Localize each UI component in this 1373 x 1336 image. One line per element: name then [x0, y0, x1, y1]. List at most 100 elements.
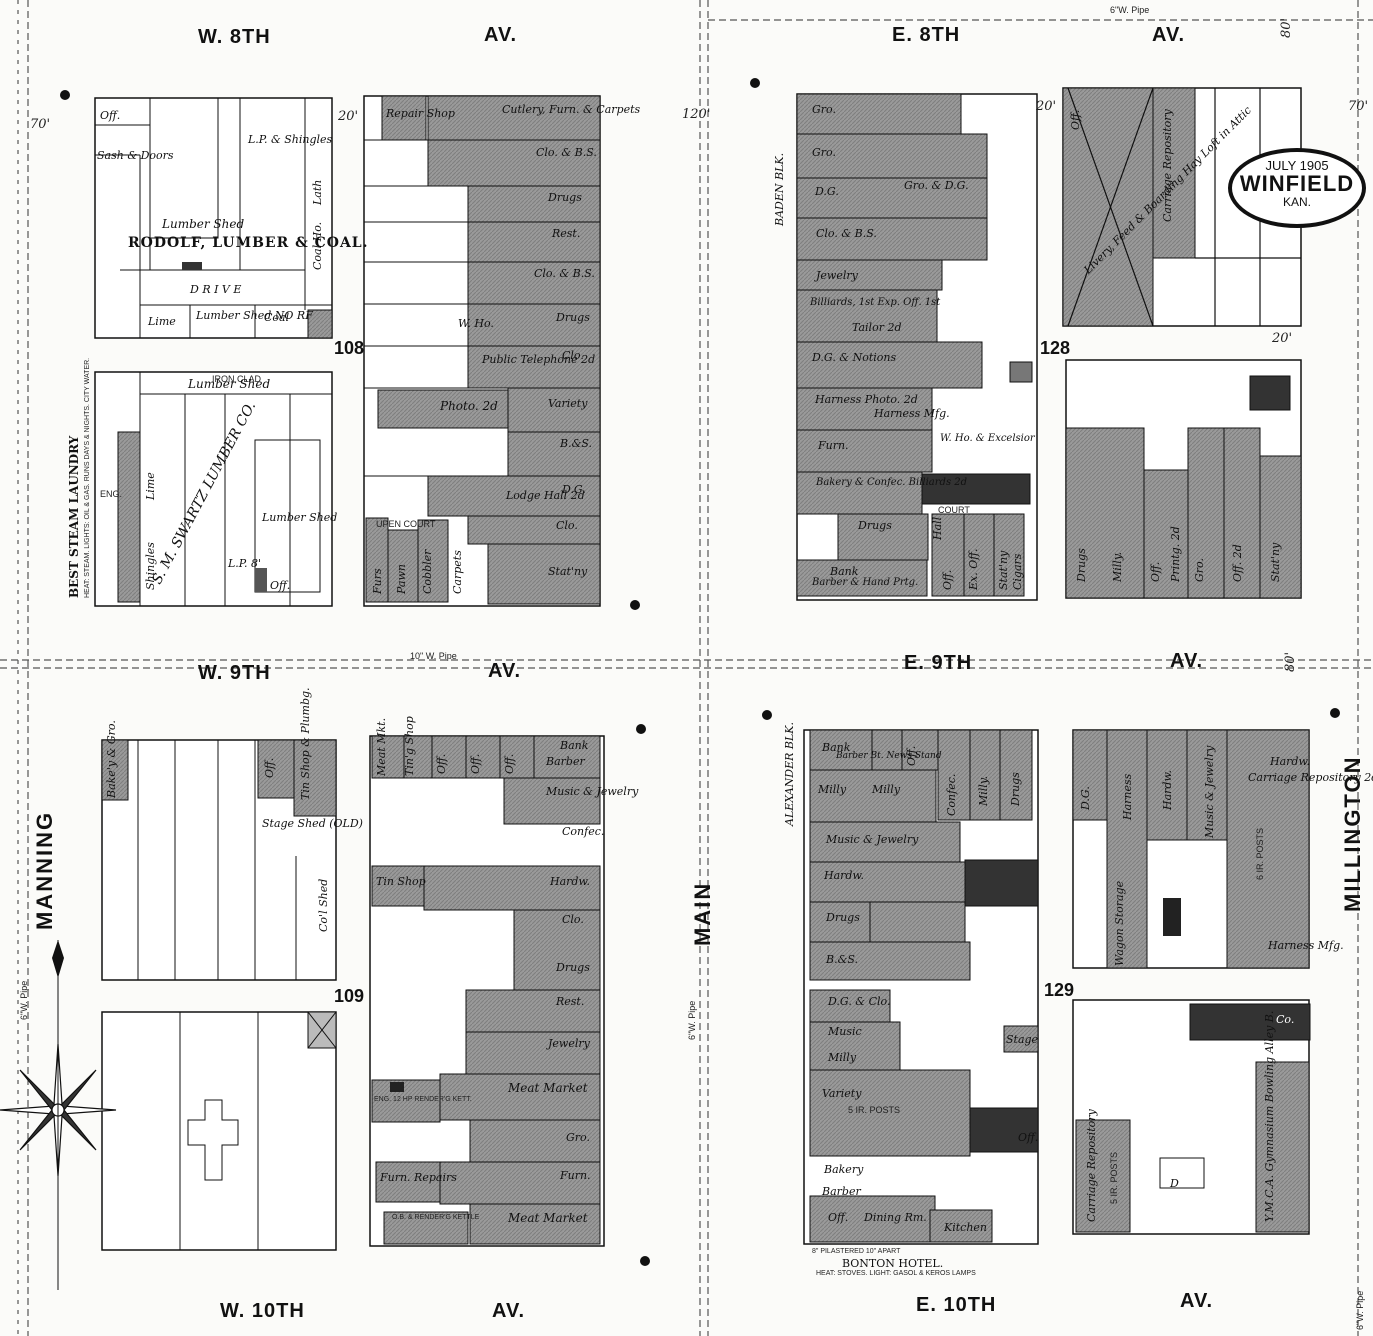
- label-drugs: Drugs: [826, 911, 860, 924]
- label-lath: Lath: [311, 179, 324, 205]
- label-wagon-storage: Wagon Storage: [1113, 880, 1126, 966]
- label-carriage-repository: Carriage Repository 2d: [1248, 771, 1373, 784]
- label-barber-printing: Barber & Hand Prtg.: [812, 577, 919, 588]
- label-barber-news-stand: Barber Bt. News Stand: [836, 751, 942, 761]
- label-office: Off.: [100, 109, 121, 122]
- label-clothing: Clo.: [556, 519, 578, 532]
- label-hotel-note: HEAT: STOVES. LIGHT: GASOL & KEROS LAMPS: [816, 1270, 976, 1277]
- dimension: 70': [1348, 99, 1369, 114]
- label-grocery: Gro.: [1193, 558, 1206, 582]
- label-bank: Bank: [830, 565, 859, 578]
- label-office: Off.: [1018, 1131, 1039, 1144]
- label-lp-shingles: L.P. & Shingles: [248, 133, 333, 146]
- label-lumber-shed: Lumber Shed: [188, 377, 271, 391]
- pipe-label: 6"W. Pipe: [1355, 1290, 1365, 1330]
- block-number-108: 108: [334, 338, 365, 358]
- label-confectionery: Confec.: [945, 773, 958, 816]
- label-barber: Barber: [546, 755, 585, 768]
- block-109-west: [101, 739, 337, 1251]
- label-clothing: Clo.: [562, 349, 584, 362]
- label-music-jewelry: Music & Jewelry: [826, 833, 919, 846]
- label-lumber-shed: Lumber Shed: [162, 217, 245, 231]
- label-iron-posts: 6 IR. POSTS: [1255, 827, 1265, 880]
- label-furniture-repairs: Furn. Repairs: [380, 1171, 457, 1184]
- label-dwelling: D: [1170, 1177, 1179, 1190]
- label-best-steam-laundry: BEST STEAM LAUNDRY: [67, 435, 81, 598]
- label-express-office: Ex. Off.: [967, 548, 980, 590]
- label-stage-shed: Stage Shed (OLD): [262, 817, 363, 830]
- label-clothing-bs: Clo. & B.S.: [534, 267, 595, 280]
- cartouche-state: KAN.: [1282, 195, 1311, 209]
- label-clothing-bs: Clo. & B.S.: [536, 146, 597, 159]
- label-millinery: Milly.: [977, 775, 990, 806]
- block-number-109: 109: [334, 986, 365, 1006]
- label-alexander-block: ALEXANDER BLK.: [783, 721, 796, 826]
- street-e10th: E. 10TH: [916, 1294, 997, 1316]
- label-hardware: Hardw.: [1270, 755, 1311, 768]
- label-baden-block: BADEN BLK.: [773, 152, 786, 226]
- label-office: Off.: [1069, 109, 1082, 130]
- label-bakery-billiards: Bakery & Confec. Billiards 2d: [816, 477, 968, 488]
- label-furniture: Furn.: [560, 1169, 591, 1182]
- label-harness: Harness: [1121, 773, 1134, 820]
- dimension: 20': [338, 109, 359, 124]
- label-iron-posts: 5 IR. POSTS: [848, 1105, 901, 1115]
- label-rodolf-lumber: RODOLF, LUMBER & COAL.: [128, 235, 369, 251]
- label-bakery: Bakery: [824, 1163, 864, 1176]
- dimension: 80': [1279, 17, 1294, 38]
- label-dry-goods: D.G.: [1079, 786, 1092, 810]
- label-office: Off.: [503, 753, 516, 774]
- street-e9th-av: AV.: [1170, 650, 1204, 672]
- cartouche-date: JULY 1905: [1265, 158, 1329, 173]
- label-confectionery: Confec.: [562, 825, 605, 838]
- dimension: 120': [682, 107, 711, 122]
- label-court: COURT: [938, 505, 970, 515]
- label-coal-house: Coal Ho.: [311, 221, 324, 270]
- label-hardware: Hardw.: [550, 875, 591, 888]
- block-number-128: 128: [1040, 338, 1071, 358]
- label-dg-notions: D.G. & Notions: [812, 351, 897, 364]
- label-restaurant: Rest.: [556, 995, 585, 1008]
- street-w9th: W. 9TH: [198, 662, 271, 684]
- label-pilastered: 8" PILASTERED 10" APART: [812, 1248, 901, 1255]
- label-variety: Variety: [822, 1087, 862, 1100]
- label-office: Off. 2d: [1231, 544, 1244, 582]
- label-laundry-note: HEAT: STEAM. LIGHTS: OIL & GAS. RUNS DAY…: [84, 357, 91, 598]
- label-printing: Printg. 2d: [1169, 526, 1182, 582]
- label-stationery: Stat'ny: [997, 550, 1010, 590]
- label-rendering-kettle: O.B. & RENDER'G KETTLE: [392, 1214, 480, 1221]
- label-lumber-shed: Lumber Shed: [262, 511, 338, 524]
- label-drugs: Drugs: [556, 961, 590, 974]
- label-hardware: Hardw.: [1161, 769, 1174, 810]
- hydrant-marker: [60, 90, 70, 100]
- street-w8th-av: AV.: [484, 24, 518, 46]
- label-tin-shop: Tin'g Shop: [403, 716, 416, 776]
- label-photo: Photo. 2d: [440, 399, 498, 413]
- label-warehouse-excelsior: W. Ho. & Excelsior: [940, 433, 1035, 444]
- label-carpets: Carpets: [451, 550, 464, 594]
- label-restaurant: Rest.: [552, 227, 581, 240]
- label-open-court: UPEN COURT: [376, 519, 436, 529]
- label-iron-clad: IRON CLAD: [212, 374, 262, 384]
- hydrant-marker: [750, 78, 760, 88]
- label-drive: D R I V E: [190, 283, 242, 296]
- label-stage: Stage: [1006, 1033, 1039, 1046]
- dimension: 20': [1272, 331, 1293, 346]
- street-manning: MANNING: [32, 810, 57, 930]
- label-furs: Furs: [371, 568, 384, 594]
- label-dry-goods: D.G.: [815, 185, 839, 198]
- label-dry-goods: D.G.: [562, 483, 586, 496]
- label-office: Off.: [905, 745, 918, 766]
- label-drugs: Drugs: [556, 311, 590, 324]
- label-carriage-repository: Carriage Repository: [1161, 109, 1174, 222]
- label-drugs: Drugs: [1009, 772, 1022, 806]
- label-iron-posts: 5 IR. POSTS: [1109, 1151, 1119, 1204]
- label-sash-doors: Sash & Doors: [97, 149, 174, 162]
- label-cobbler: Cobbler: [421, 549, 434, 594]
- label-millinery: Milly.: [1111, 551, 1124, 582]
- label-shingles: Shingles: [144, 542, 157, 590]
- block-108-west: [94, 97, 333, 607]
- label-music-jewelry: Music & Jewelry: [1203, 745, 1216, 838]
- hydrant-marker: [1330, 708, 1340, 718]
